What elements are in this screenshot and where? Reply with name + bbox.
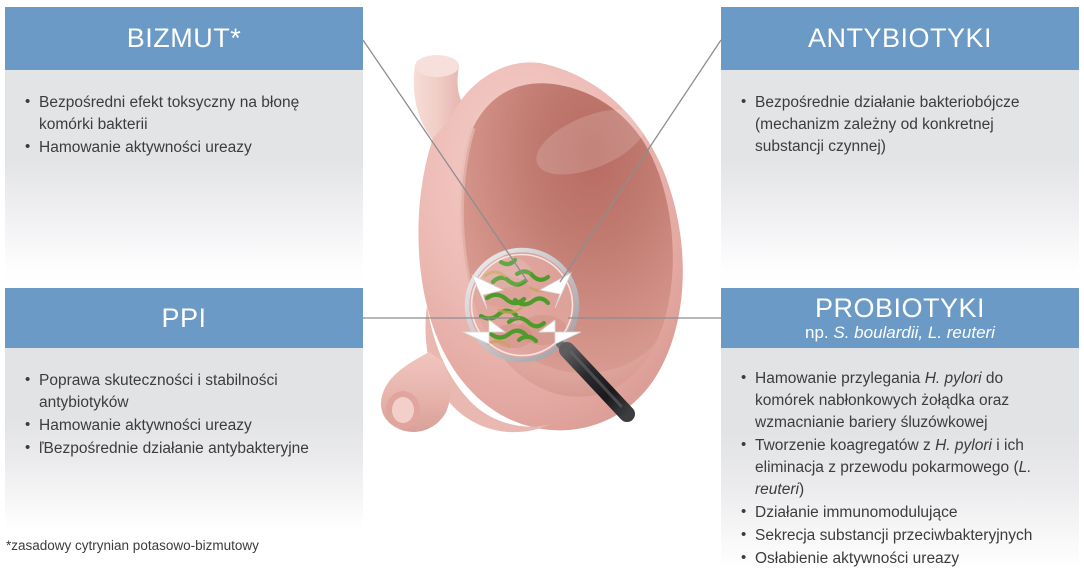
list-item: Hamowanie aktywności ureazy xyxy=(23,136,349,159)
list-item: Tworzenie koagregatów z H. pylori i ich … xyxy=(739,434,1065,501)
list-item: Hamowanie przylegania H. pylori do komór… xyxy=(739,367,1065,434)
list-item: Poprawa skuteczności i stabilności antyb… xyxy=(23,369,349,414)
panel-probiotyki-subtitle-species: S. boulardii, L. reuteri xyxy=(833,322,995,342)
panel-bismut-body: Bezpośredni efekt toksyczny na błonę kom… xyxy=(5,70,363,283)
panel-bismut: BIZMUT* Bezpośredni efekt toksyczny na b… xyxy=(5,7,363,283)
bullet-text: do komórek nabłonkowych żołądka oraz wzm… xyxy=(755,370,1010,431)
panel-ppi-bullets: Poprawa skuteczności i stabilności antyb… xyxy=(23,369,349,460)
panel-ppi-title: PPI xyxy=(161,302,207,333)
panel-probiotyki-body: Hamowanie przylegania H. pylori do komór… xyxy=(721,348,1079,570)
species-name: L. reuteri xyxy=(755,459,1032,498)
gastric-mucosa-floor xyxy=(471,292,659,397)
list-item: Osłabienie aktywności ureazy xyxy=(739,547,1065,570)
bullet-text: Tworzenie koagregatów z xyxy=(755,437,936,454)
bullet-text: ) xyxy=(798,481,805,498)
bullet-text: Hamowanie przylegania xyxy=(755,370,925,387)
panel-probiotyki-title: PROBIOTYKI xyxy=(814,292,986,323)
list-item: Bezpośrednie działanie bakteriobójcze (m… xyxy=(739,91,1065,158)
panel-bismut-header: BIZMUT* xyxy=(5,7,363,70)
gastric-antrum xyxy=(425,306,551,433)
panel-antybiotyki-header: ANTYBIOTYKI xyxy=(721,7,1079,70)
bullet-text: i ich eliminacja z przewodu pokarmowego … xyxy=(755,437,1024,476)
list-item: Bezpośredni efekt toksyczny na błonę kom… xyxy=(23,91,349,136)
panel-antybiotyki: ANTYBIOTYKI Bezpośrednie działanie bakte… xyxy=(721,7,1079,283)
list-item: Hamowanie aktywności ureazy xyxy=(23,414,349,437)
species-name: H. pylori xyxy=(924,370,982,387)
panel-antybiotyki-body: Bezpośrednie działanie bakteriobójcze (m… xyxy=(721,70,1079,283)
arrow-bismut xyxy=(471,274,505,310)
panel-probiotyki-subtitle: np. S. boulardii, L. reuteri xyxy=(805,323,995,343)
panel-bismut-bullets: Bezpośredni efekt toksyczny na błonę kom… xyxy=(23,91,349,159)
panel-ppi: PPI Poprawa skuteczności i stabilności a… xyxy=(5,288,363,530)
species-name: H. pylori xyxy=(935,437,992,454)
panel-probiotyki: PROBIOTYKI np. S. boulardii, L. reuteri … xyxy=(721,288,1079,570)
list-item: ľBezpośrednie działanie antybakteryjne xyxy=(23,437,349,460)
bullet-text: Osłabienie aktywności ureazy xyxy=(755,550,960,567)
pylorus-opening-inner xyxy=(392,397,414,423)
stomach-illustration xyxy=(381,55,683,433)
footnote: *zasadowy cytrynian potasowo-bizmutowy xyxy=(6,538,259,553)
panel-bismut-title: BIZMUT* xyxy=(126,23,242,54)
bullet-text: Sekrecja substancji przeciwbakteryjnych xyxy=(755,527,1033,544)
arrow-ppi xyxy=(462,319,507,345)
panel-probiotyki-header: PROBIOTYKI np. S. boulardii, L. reuteri xyxy=(721,288,1079,348)
panel-antybiotyki-bullets: Bezpośrednie działanie bakteriobójcze (m… xyxy=(739,91,1065,158)
esophagus-opening xyxy=(415,55,459,77)
list-item: Sekrecja substancji przeciwbakteryjnych xyxy=(739,524,1065,547)
panel-antybiotyki-title: ANTYBIOTYKI xyxy=(807,23,993,54)
panel-probiotyki-bullets: Hamowanie przylegania H. pylori do komór… xyxy=(739,367,1065,570)
panel-probiotyki-subtitle-prefix: np. xyxy=(805,322,834,342)
list-item: Działanie immunomodulujące xyxy=(739,501,1065,524)
arrow-probiotyki xyxy=(537,319,582,345)
magnifier-handle-highlight xyxy=(569,350,623,408)
panel-ppi-header: PPI xyxy=(5,288,363,348)
bullet-text: Działanie immunomodulujące xyxy=(755,504,958,521)
panel-ppi-body: Poprawa skuteczności i stabilności antyb… xyxy=(5,348,363,530)
